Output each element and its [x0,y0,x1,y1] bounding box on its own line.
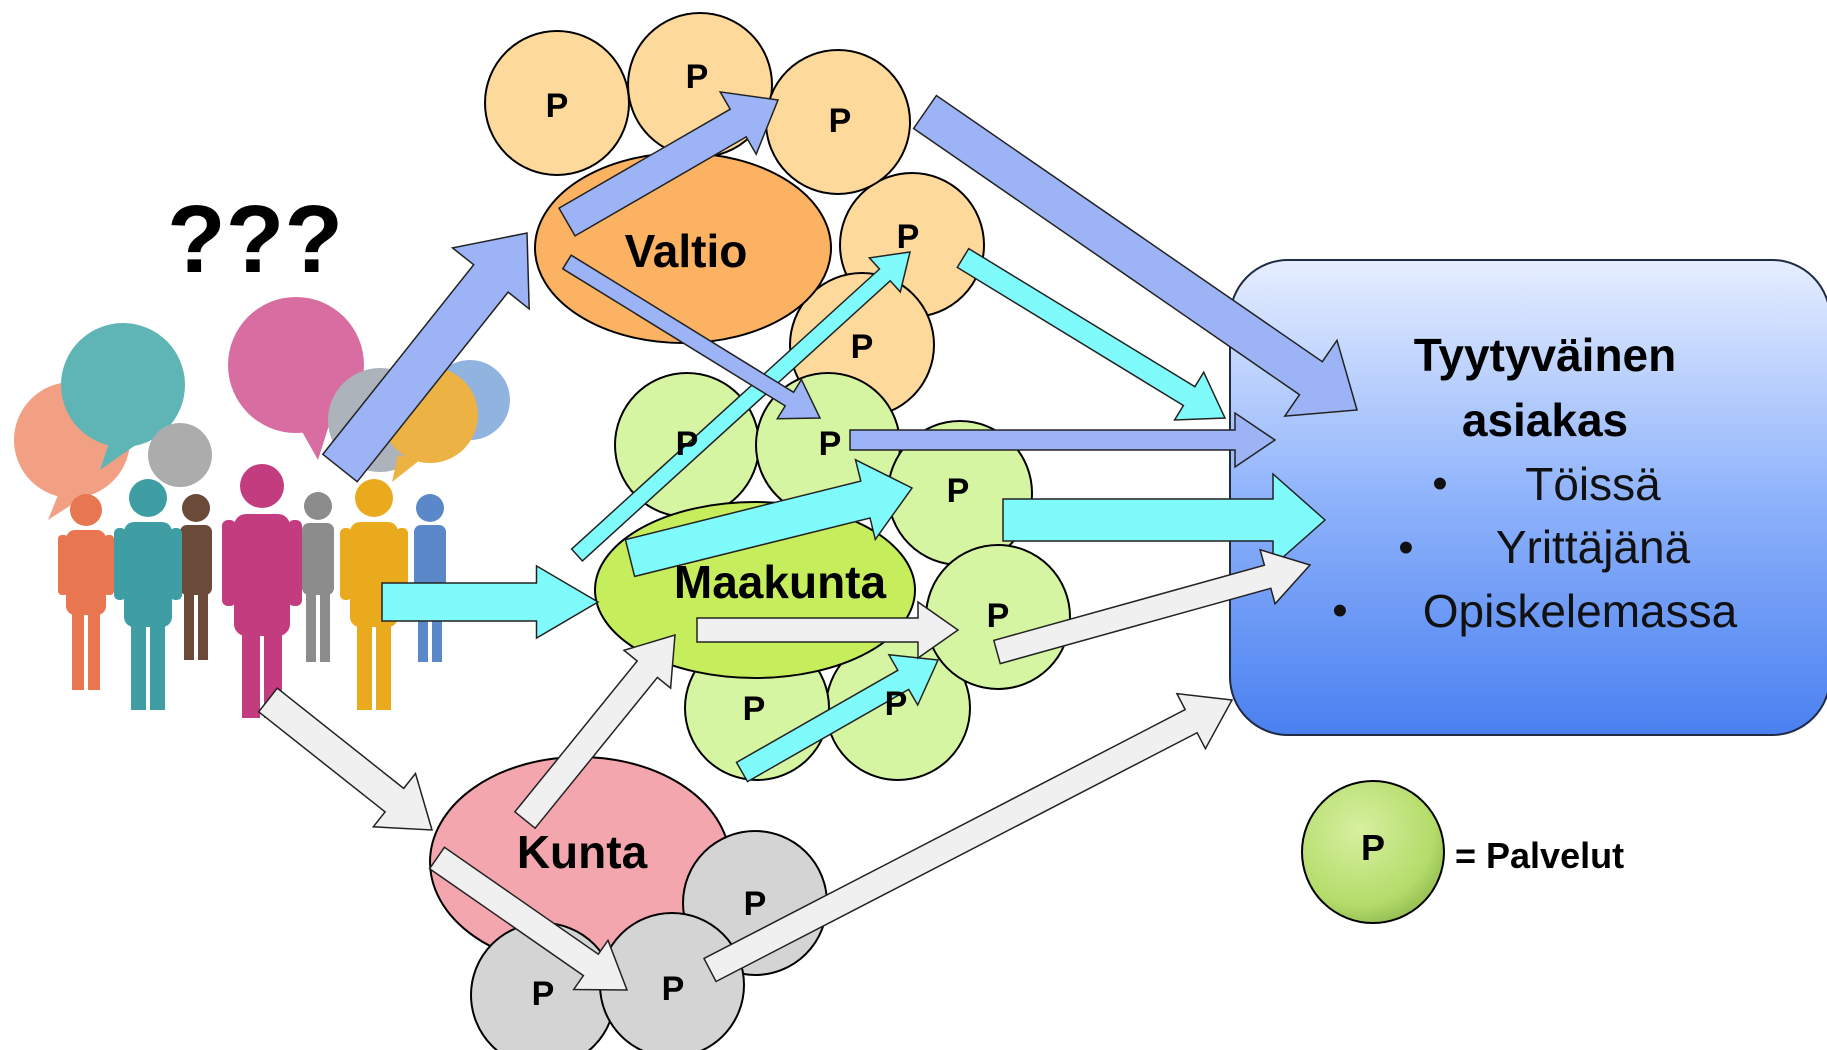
arrow-people-to-maakunta [381,564,600,640]
question-marks: ??? [167,186,343,293]
service-letter: P [532,975,555,1013]
arrow-people-to-valtio [321,232,530,483]
arrow-people-to-kunta [257,687,434,831]
legend: P = Palvelut [1301,780,1624,924]
service-letter: P [676,425,699,463]
arrow-maakunta-service-to-customer-top [849,411,1277,469]
arrow-kunta-service-to-customer [702,692,1234,983]
customer-item-toissa: Töissä [1525,458,1661,510]
customer-text: Tyytyväinen asiakas • Töissä • Yrittäjän… [1332,329,1737,637]
customer-title-line1: Tyytyväinen [1414,329,1676,381]
arrow-maakunta-to-service [624,458,914,578]
customer-title-line2: asiakas [1462,394,1628,446]
arrow-maakunta-to-service-lower [696,600,960,660]
customer-item-opiskelemassa: Opiskelemassa [1423,585,1738,637]
service-letter: P [743,690,766,728]
bullet: • [1398,523,1413,572]
arrow-valtio-to-maakunta-service [561,254,822,420]
service-letters: P P P P P P P P P P P P P P [532,58,1010,1013]
service-letter: P [851,328,874,366]
valtio-label: Valtio [625,225,748,277]
service-letter: P [662,970,685,1008]
service-letter: P [744,885,767,923]
service-letter: P [819,425,842,463]
bullet: • [1332,586,1347,635]
maakunta-label: Maakunta [674,556,887,608]
arrow-maakunta-service-to-service [735,653,940,783]
service-letter: P [987,597,1010,635]
legend-text: = Palvelut [1455,835,1624,876]
service-letter: P [885,685,908,723]
arrow-valtio-to-service [557,90,780,237]
bullet: • [1432,459,1447,508]
arrow-maakunta-service-to-customer [1002,472,1327,568]
arrow-valtio-service-to-customer [956,247,1227,421]
customer-box [1229,259,1827,736]
customer-item-yrittajana: Yrittäjänä [1496,521,1691,573]
service-letter: P [897,218,920,256]
service-letter: P [947,472,970,510]
arrow-maakunta-to-valtio-service [570,251,911,562]
arrow-valtio-service-to-customer [912,94,1358,417]
service-letter: P [546,87,569,125]
legend-service-circle [1301,780,1445,924]
person-figures [58,464,446,718]
valtio-service-1 [484,30,630,176]
arrow-kunta-to-maakunta [513,633,676,830]
legend-symbol: P [1361,827,1385,868]
service-letter: P [829,102,852,140]
kunta-label: Kunta [517,826,648,878]
arrow-maakunta-service-to-customer-lower [992,548,1312,665]
arrows [257,90,1358,991]
arrow-kunta-to-kunta-service [428,846,629,991]
service-letter: P [686,58,709,96]
